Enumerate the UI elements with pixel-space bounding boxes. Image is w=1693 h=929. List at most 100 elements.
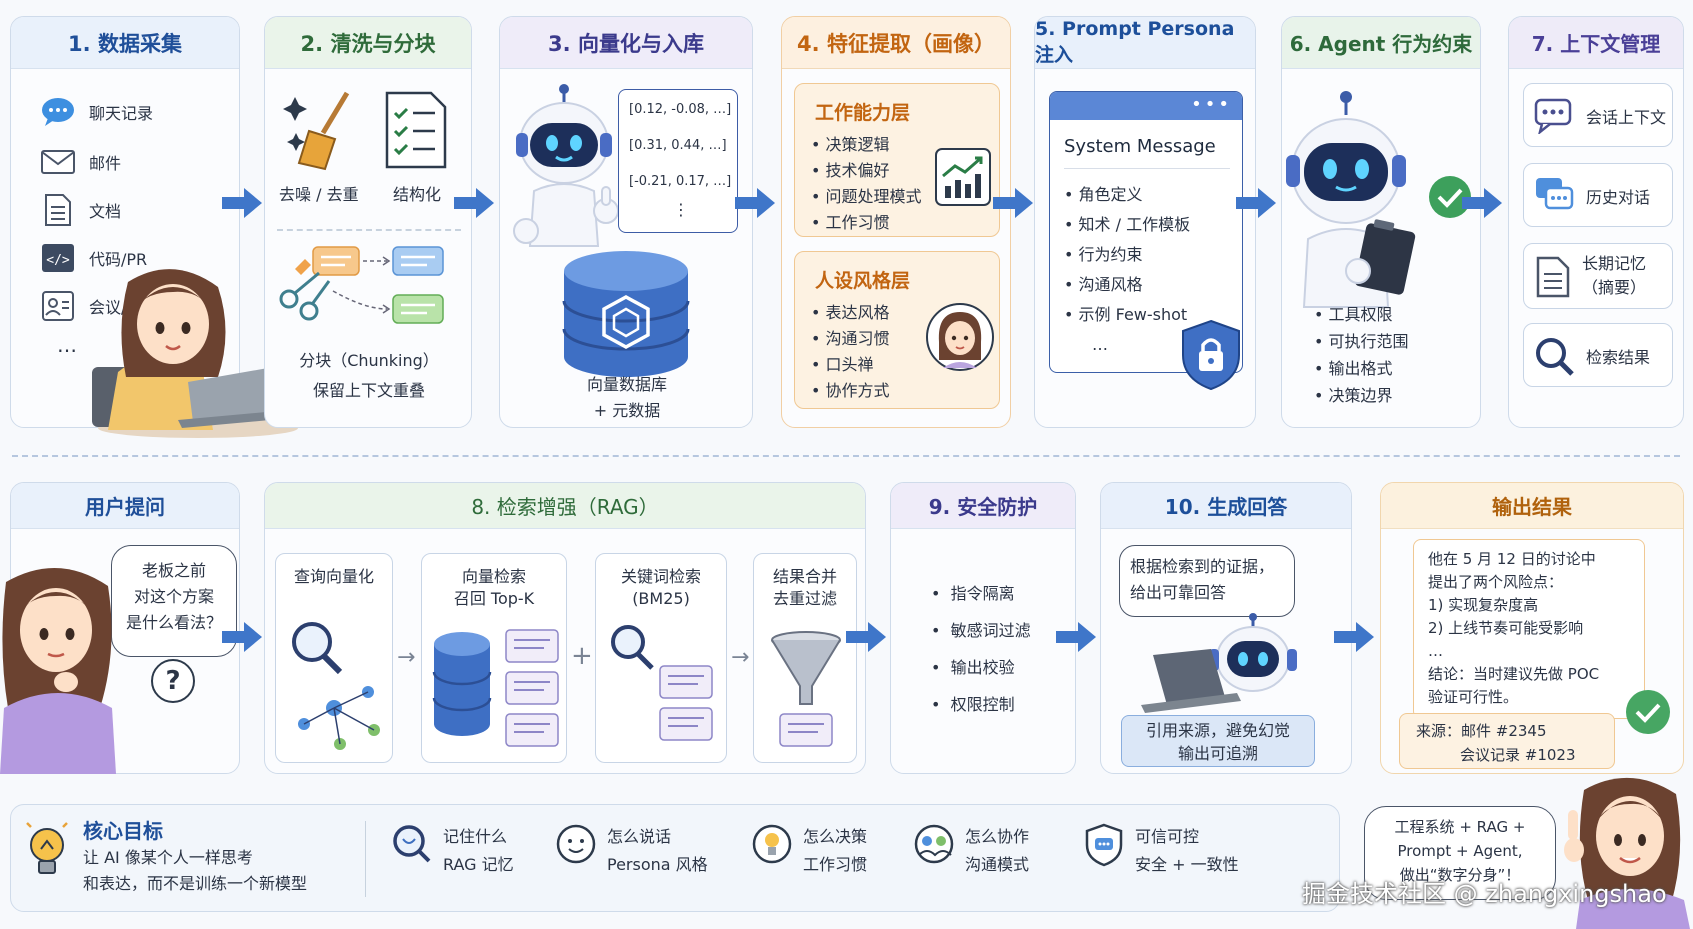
list-item: • 示例 Few-shot: [1064, 305, 1188, 324]
question-mark: ?: [165, 666, 181, 696]
list-item: • 敏感词过滤: [931, 621, 1031, 640]
list-item: • 口头禅: [811, 355, 874, 374]
flow-arrow-user-8: [222, 622, 262, 652]
context-item-retrieval: 检索结果: [1523, 323, 1673, 387]
svg-text:</>: </>: [46, 253, 70, 268]
output-answer-text: 他在 5 月 12 日的讨论中 提出了两个风险点： 1) 实现复杂度高 2) 上…: [1428, 550, 1600, 706]
source-line: 会议记录 #1023: [1460, 746, 1576, 764]
goal-item-title: 怎么协作: [965, 827, 1030, 846]
db-label: 向量数据库: [586, 375, 667, 394]
answer-bubble: 根据检索到的证据， 给出可靠回答: [1119, 545, 1295, 617]
list-item: • 决策边界: [1314, 386, 1393, 405]
goal-title: 核心目标: [83, 819, 163, 843]
check-badge-icon: [1428, 175, 1472, 223]
step3-title: 3. 向量化与入库: [500, 17, 752, 69]
overlap-label: 保留上下文重叠: [312, 381, 425, 400]
lock-shield-icon: [1179, 319, 1243, 395]
list-item: • 协作方式: [811, 381, 890, 400]
flow-arrow-5-6: [1236, 188, 1276, 218]
step5-title: 5. Prompt Persona 注入: [1035, 17, 1255, 69]
chat-bubble-icon: [39, 95, 77, 129]
rag-box-query-vectorize: 查询向量化: [275, 553, 393, 763]
database-docs-icon: [430, 628, 562, 758]
list-item: • 沟通风格: [1064, 275, 1143, 294]
goal-item-collab: 怎么协作沟通模式: [913, 823, 1029, 879]
list-item: • 表达风格: [811, 303, 890, 322]
collab-icon: [913, 823, 955, 869]
flow-arrow-3-4: [735, 188, 775, 218]
rag-box-vector-retrieval: 向量检索 召回 Top-K: [421, 553, 567, 763]
goal-item-subtitle: RAG 记忆: [443, 855, 514, 874]
source-label: 邮件: [89, 154, 122, 173]
lightbulb-icon: [21, 821, 73, 885]
window-dots: •••: [1191, 94, 1232, 115]
source-chat: 聊天记录: [39, 95, 153, 129]
row-divider: [12, 455, 1680, 457]
context-item-history: 历史对话: [1523, 163, 1673, 227]
rag-box-title: 结果合并 去重过滤: [772, 567, 837, 608]
memory-doc-icon: [1536, 256, 1570, 302]
list-item: • 行为约束: [1064, 245, 1143, 264]
list-item: • 知术 / 工作模板: [1064, 215, 1191, 234]
goal-item-subtitle: 工作习惯: [803, 855, 868, 874]
list-item: • 可执行范围: [1314, 332, 1409, 351]
rag-operator: +: [571, 641, 593, 671]
divider: [277, 229, 461, 231]
step9-card: 9. 安全防护 • 指令隔离 • 敏感词过滤 • 输出校验 • 权限控制: [890, 482, 1076, 774]
code-icon: </>: [39, 241, 77, 275]
vector-line: [0.12, -0.08, …]: [629, 102, 732, 117]
list-item: • 角色定义: [1064, 185, 1143, 204]
rag-box-title: 查询向量化: [293, 567, 374, 586]
layer-list: • 表达风格 • 沟通习惯 • 口头禅 • 协作方式: [811, 300, 890, 404]
step5-card: 5. Prompt Persona 注入 ••• System Message …: [1034, 16, 1256, 428]
context-label: 会话上下文: [1586, 108, 1667, 127]
flow-arrow-8-9: [846, 622, 886, 652]
step7-title: 7. 上下文管理: [1509, 17, 1683, 69]
goal-item-trust: 可信可控安全 + 一致性: [1083, 823, 1239, 879]
step7-card: 7. 上下文管理 会话上下文 历史对话 长期记忆 （摘要） 检索结果: [1508, 16, 1684, 428]
goal-item-decision: 怎么决策工作习惯: [751, 823, 867, 879]
decision-icon: [751, 823, 793, 869]
step6-title: 6. Agent 行为约束: [1282, 17, 1480, 69]
divider: [365, 821, 366, 897]
output-card: 输出结果 他在 5 月 12 日的讨论中 提出了两个风险点： 1) 实现复杂度高…: [1380, 482, 1684, 774]
context-label: 长期记忆 （摘要）: [1582, 254, 1647, 297]
layer-list: • 决策逻辑 • 技术偏好 • 问题处理模式 • 工作习惯: [811, 132, 922, 236]
persona-list: • 角色定义 • 知术 / 工作模板 • 行为约束 • 沟通风格 • 示例 Fe…: [1064, 180, 1190, 360]
goal-item-title: 怎么决策: [803, 827, 868, 846]
step8-title: 8. 检索增强（RAG）: [265, 483, 865, 529]
watermark: 掘金技术社区 @ zhangxingshao: [1302, 880, 1667, 908]
answer-bubble-text: 根据检索到的证据， 给出可靠回答: [1130, 557, 1275, 602]
robot-laptop-illustration: [1141, 613, 1321, 717]
search-icon: [1534, 336, 1576, 382]
list-item: • 指令隔离: [931, 584, 1015, 603]
goal-item-subtitle: 沟通模式: [965, 855, 1030, 874]
girl-pointing-illustration: [1560, 770, 1693, 929]
layer-title: 人设风格层: [815, 270, 911, 292]
speech-icon: [555, 823, 597, 869]
broom-sparkle-icon: [279, 87, 359, 181]
flow-arrow-6-7: [1462, 188, 1502, 218]
source-mail: 邮件: [39, 145, 121, 179]
source-doc: 文档: [39, 193, 121, 227]
vector-database-icon: [556, 249, 696, 387]
funnel-icon: [768, 630, 844, 754]
rag-box-title: 关键词检索 (BM25): [620, 567, 701, 608]
robot-thumbs-up-illustration: [508, 81, 619, 255]
checklist-icon: [383, 89, 449, 175]
vector-search-graph-icon: [286, 612, 384, 756]
structure-label: 结构化: [393, 185, 442, 204]
meeting-icon: [39, 289, 77, 323]
constraint-list: • 工具权限 • 可执行范围 • 输出格式 • 决策边界: [1314, 301, 1409, 409]
step10-title: 10. 生成回答: [1101, 483, 1351, 529]
source-label: 代码/PR: [89, 250, 148, 269]
robot-clipboard-illustration: [1286, 89, 1426, 313]
vector-line: [0.31, 0.44, …]: [629, 138, 727, 153]
avatar: [925, 302, 995, 376]
rag-box-keyword-search: 关键词检索 (BM25): [595, 553, 727, 763]
step3-card: 3. 向量化与入库 [0.12, -0.08, …] [0.31, 0.44, …: [499, 16, 753, 428]
flow-arrow-2-3: [454, 188, 494, 218]
rag-box-merge-filter: 结果合并 去重过滤: [753, 553, 857, 763]
question-text: 老板之前 对这个方案 是什么看法？: [125, 561, 222, 632]
denoise-label: 去噪 / 去重: [279, 185, 359, 204]
